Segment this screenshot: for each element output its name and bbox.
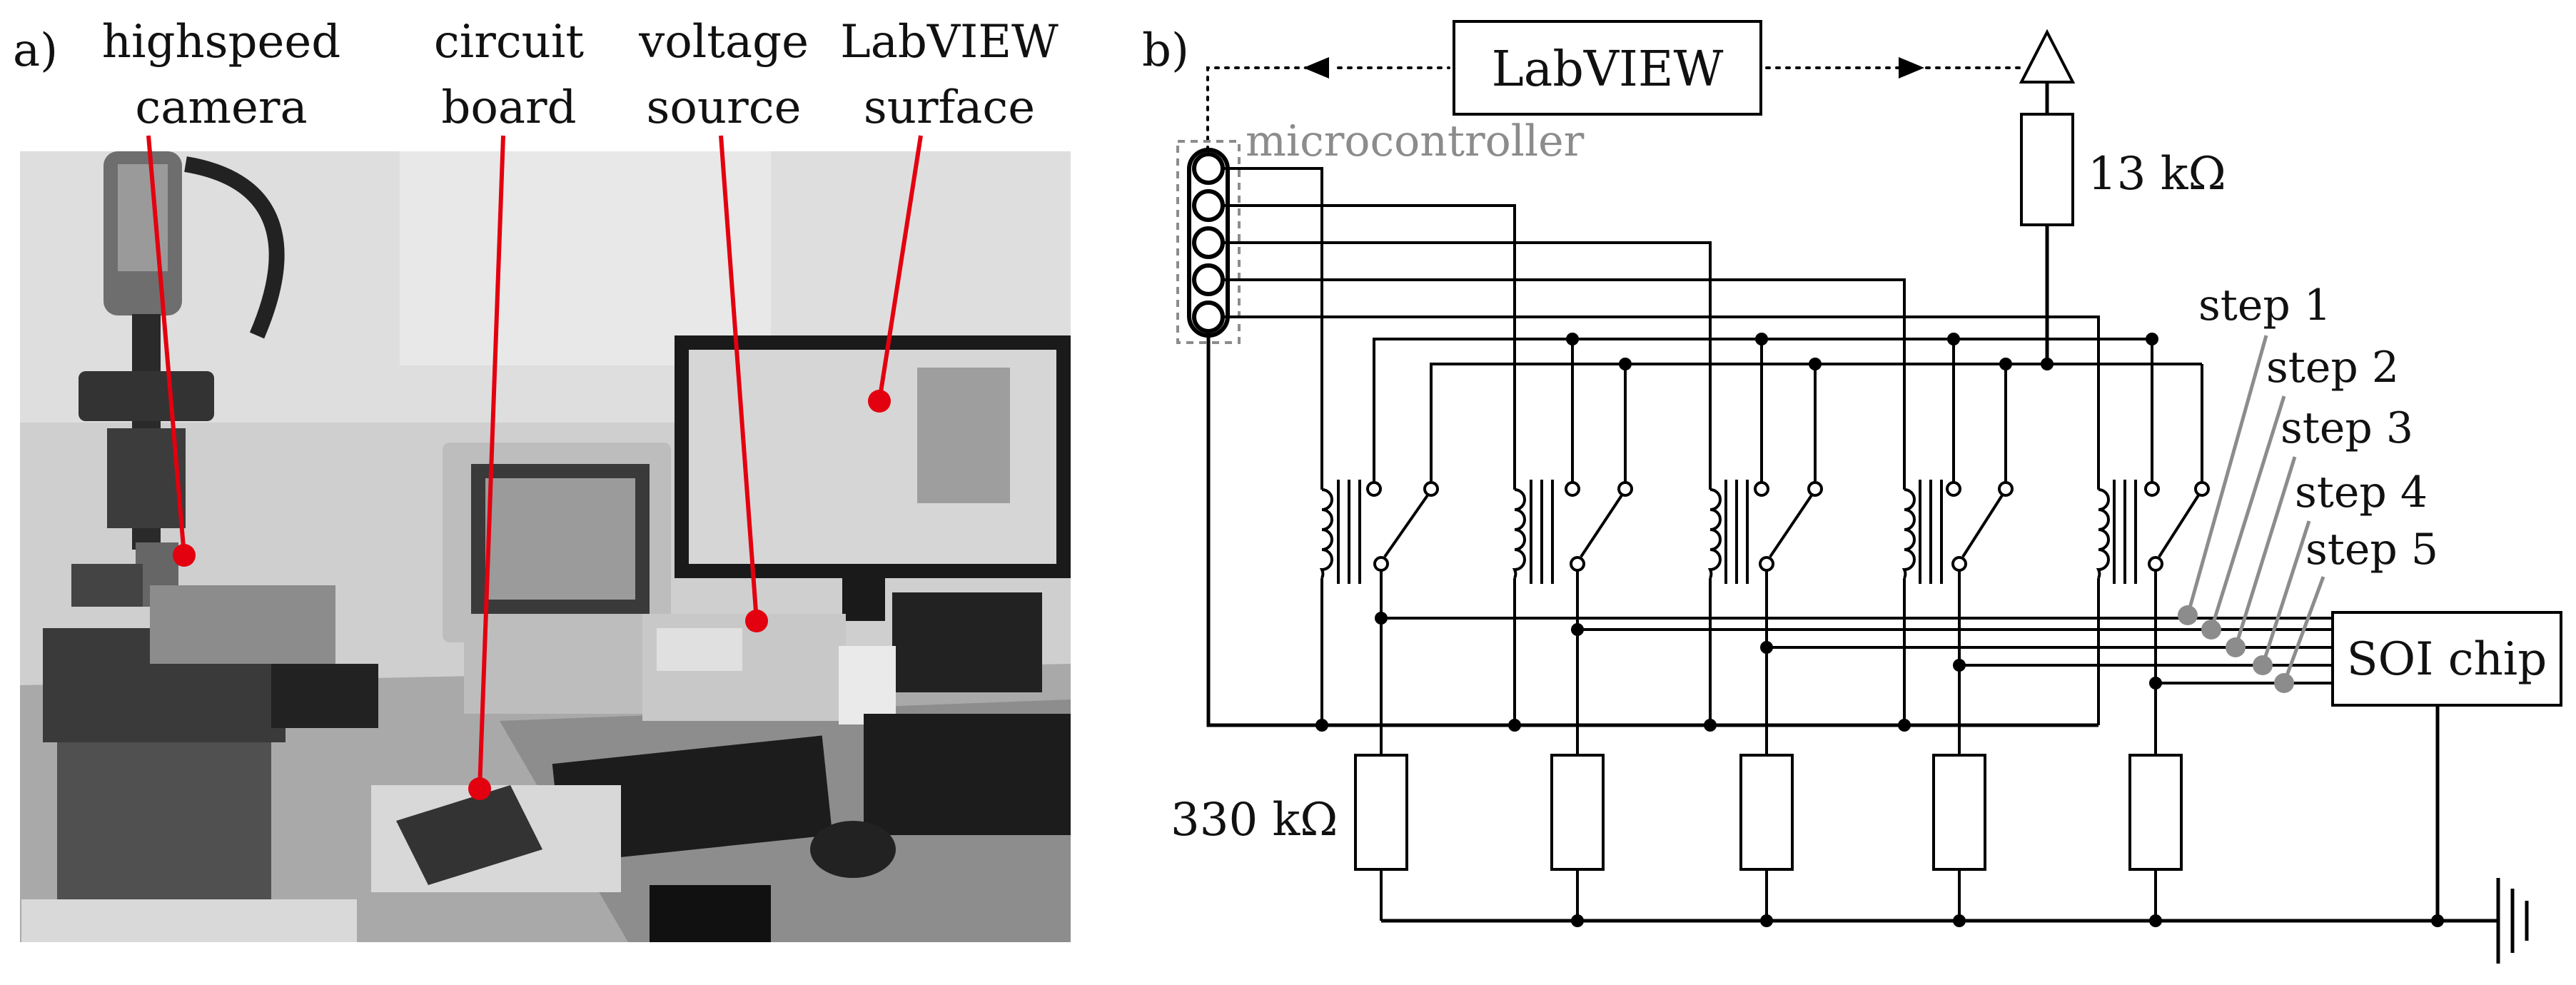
labview-box-label: LabVIEW bbox=[1492, 41, 1724, 98]
data-link bbox=[1206, 57, 2021, 151]
callout-camera-line1: highspeed bbox=[102, 16, 340, 69]
callout-labview-line1: LabVIEW bbox=[840, 16, 1059, 69]
junction-dots-ground bbox=[1315, 719, 1911, 732]
control-lines bbox=[1206, 167, 2100, 727]
resistor-13k-label: 13 kΩ bbox=[2088, 148, 2226, 201]
output-lines bbox=[1381, 617, 2333, 685]
relay-2 bbox=[1512, 480, 1633, 757]
callout-line-board bbox=[478, 135, 505, 789]
relay-1 bbox=[1319, 480, 1439, 757]
callout-board-line1: circuit bbox=[434, 16, 584, 69]
step-5-label: step 5 bbox=[2305, 525, 2438, 575]
keyboard-icon bbox=[552, 735, 833, 864]
panel-a-label: a) bbox=[13, 24, 58, 77]
panel-b: b) LabVIEW 13 kΩ microcontroller bbox=[1142, 20, 2562, 964]
step-labels: step 1 step 2 step 3 step 4 step 5 bbox=[2198, 281, 2438, 575]
computer-icon bbox=[443, 443, 671, 714]
callout-line-labview bbox=[877, 135, 923, 402]
resistor-13k bbox=[2020, 113, 2074, 226]
junction-dots-output bbox=[1375, 612, 2162, 690]
microcontroller-outline bbox=[1176, 140, 1241, 344]
supply-buses bbox=[1373, 338, 2203, 482]
mouse-icon bbox=[810, 821, 896, 878]
voltage-source-icon bbox=[642, 614, 896, 724]
amplifier-icon bbox=[2019, 29, 2076, 84]
callout-board-line2: board bbox=[441, 81, 576, 134]
circuit-board-icon bbox=[396, 785, 542, 885]
tablet-icon bbox=[650, 885, 771, 942]
ground-icon bbox=[2496, 878, 2529, 964]
keyboard-icon bbox=[864, 714, 1071, 835]
panel-b-label: b) bbox=[1142, 24, 1189, 77]
panel-a: a) highspeed camera circuit board voltag… bbox=[13, 16, 1071, 942]
callout-lines bbox=[146, 135, 923, 800]
lab-photo bbox=[20, 151, 1071, 942]
relay-3 bbox=[1707, 480, 1823, 757]
callout-labview-line2: surface bbox=[864, 81, 1035, 134]
callout-source-line2: source bbox=[647, 81, 802, 134]
relay-5 bbox=[2096, 480, 2210, 757]
callout-dot-labview bbox=[868, 390, 891, 413]
callout-camera-line2: camera bbox=[135, 81, 307, 134]
step-3-label: step 3 bbox=[2280, 403, 2413, 453]
step-1-label: step 1 bbox=[2198, 281, 2331, 330]
callout-source-line1: voltage bbox=[638, 16, 809, 69]
step-4-label: step 4 bbox=[2295, 468, 2428, 517]
step-2-label: step 2 bbox=[2266, 343, 2399, 393]
step-leaders bbox=[2178, 335, 2325, 693]
callout-dot-board bbox=[468, 777, 491, 800]
ground-bus bbox=[1381, 705, 2498, 927]
junction-dots-bus bbox=[1566, 333, 2158, 370]
soi-chip-label: SOI chip bbox=[2347, 633, 2547, 686]
resistors-330k bbox=[1354, 754, 2183, 921]
callout-line-camera bbox=[146, 135, 186, 556]
labview-box bbox=[1453, 20, 1762, 116]
microcontroller-pin-circles bbox=[1192, 152, 1225, 333]
resistor-330k-label: 330 kΩ bbox=[1171, 794, 1338, 847]
callout-line-source bbox=[719, 135, 759, 622]
soi-chip-box bbox=[2331, 611, 2562, 707]
callout-dot-camera bbox=[173, 544, 196, 567]
callout-dot-source bbox=[745, 610, 768, 632]
microcontroller-label: microcontroller bbox=[1246, 116, 1585, 166]
